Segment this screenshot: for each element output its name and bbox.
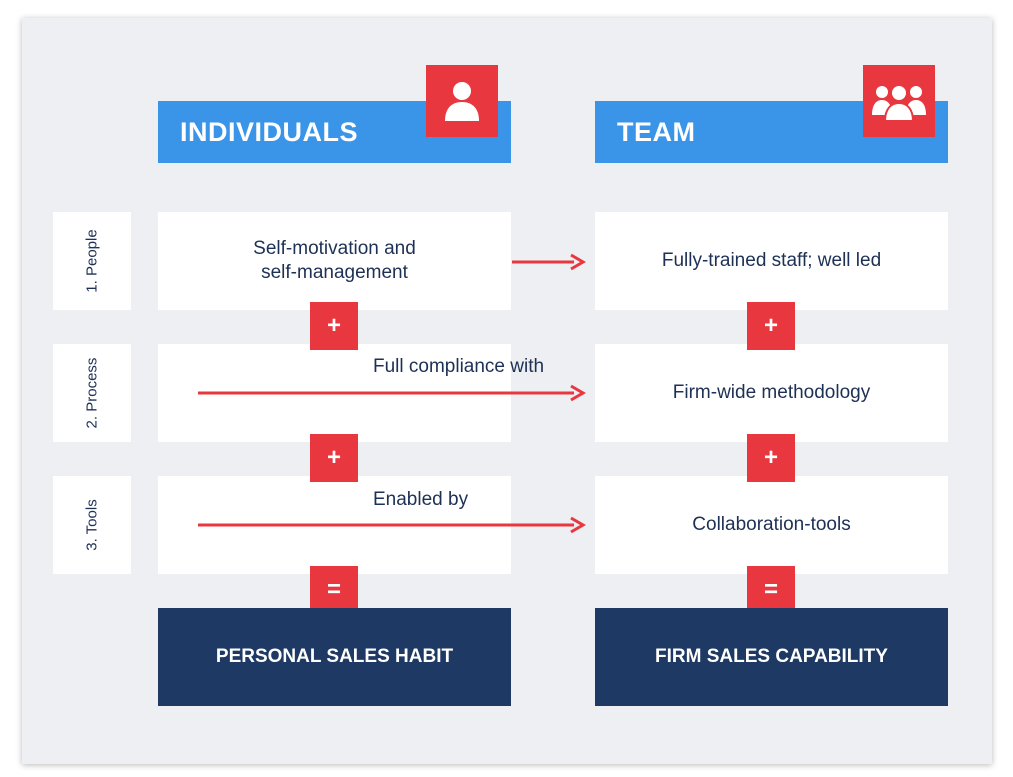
individual-result-box: PERSONAL SALES HABIT bbox=[158, 608, 511, 706]
arrow-process bbox=[198, 384, 586, 402]
team-result-box: FIRM SALES CAPABILITY bbox=[595, 608, 948, 706]
arrow-tools bbox=[198, 516, 586, 534]
arrows-layer bbox=[198, 253, 586, 534]
individual-people-box: Self-motivation and self-management bbox=[158, 212, 511, 310]
row-label-people: 1. People bbox=[53, 212, 131, 310]
row-label-process: 2. Process bbox=[53, 344, 131, 442]
team-plus-1: + bbox=[747, 302, 795, 350]
diagram-canvas: INDIVIDUALS TEAM 1. People 2. Process 3.… bbox=[22, 18, 992, 764]
individual-plus-1: + bbox=[310, 302, 358, 350]
connector-process-label: Full compliance with bbox=[373, 356, 545, 377]
individuals-header-label: INDIVIDUALS bbox=[180, 116, 359, 147]
individual-equals: = bbox=[310, 566, 358, 614]
team-header-label: TEAM bbox=[617, 116, 696, 147]
person-icon bbox=[426, 65, 498, 137]
connector-tools-label: Enabled by bbox=[373, 489, 469, 510]
team-tools-box: Collaboration-tools bbox=[595, 476, 948, 574]
team-people-box: Fully-trained staff; well led bbox=[595, 212, 948, 310]
arrow-people bbox=[512, 253, 586, 271]
individual-plus-2: + bbox=[310, 434, 358, 482]
team-process-box: Firm-wide methodology bbox=[595, 344, 948, 442]
row-label-tools: 3. Tools bbox=[53, 476, 131, 574]
team-equals: = bbox=[747, 566, 795, 614]
group-icon bbox=[863, 65, 935, 137]
team-plus-2: + bbox=[747, 434, 795, 482]
